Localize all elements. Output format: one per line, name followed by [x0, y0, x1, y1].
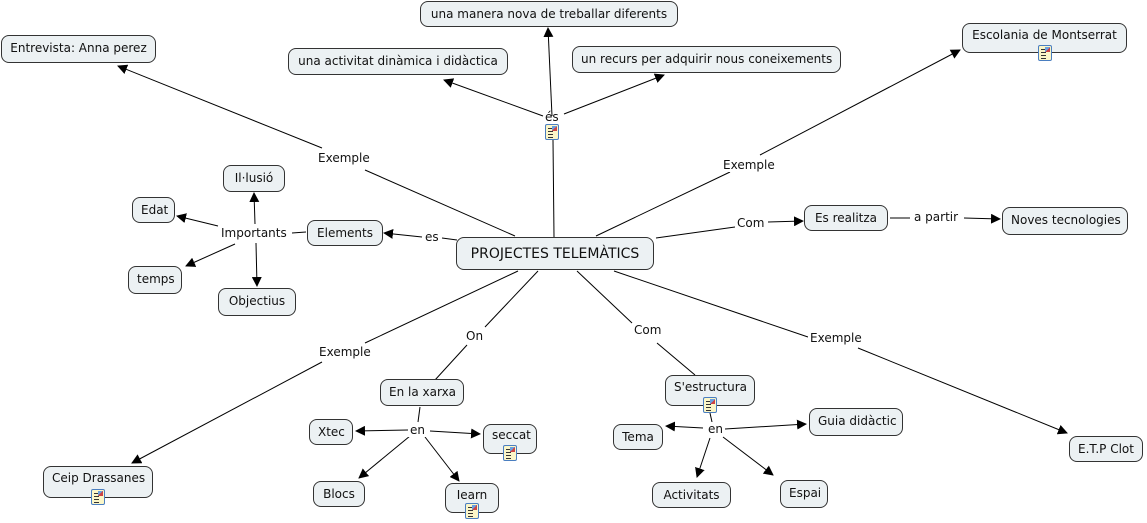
node-blocs[interactable]: Blocs — [313, 481, 365, 507]
link-label-exemple-entrevista: Exemple — [316, 151, 372, 165]
connector-line — [291, 231, 307, 234]
arrow-line — [251, 242, 262, 287]
arrow-line — [759, 49, 961, 156]
arrow-line — [355, 425, 409, 436]
link-label-importants: Importants — [219, 226, 289, 240]
connector-line — [709, 412, 713, 423]
arrow-line — [665, 421, 704, 432]
link-label-en-estructura: en — [706, 422, 725, 436]
node-xtec[interactable]: Xtec — [309, 419, 353, 445]
connector-line — [364, 169, 516, 237]
arrow-line — [117, 64, 323, 149]
link-label-com-estructura: Com — [632, 323, 664, 337]
link-label-es: és — [545, 110, 559, 124]
connector-line — [552, 139, 555, 238]
node-activitat-dinamica[interactable]: una activitat dinàmica i didàctica — [288, 48, 508, 75]
connector-line — [576, 270, 633, 324]
connector-line — [655, 226, 736, 239]
node-guia-didactic[interactable]: Guia didàctic — [809, 408, 903, 436]
document-resource-icon[interactable] — [1038, 45, 1052, 61]
node-seccat[interactable]: seccat — [483, 424, 537, 454]
arrow-line — [722, 436, 774, 476]
node-noves-tecnologies[interactable]: Noves tecnologies — [1002, 207, 1128, 235]
node-recurs[interactable]: un recurs per adquirir nous coneixements — [572, 46, 841, 73]
connector-line — [364, 270, 519, 344]
link-label-exemple-etp: Exemple — [808, 331, 864, 345]
link-label-a-partir: a partir — [912, 210, 961, 224]
node-ilusio[interactable]: Il·lusió — [223, 165, 285, 192]
arrow-line — [176, 213, 219, 227]
node-tema[interactable]: Tema — [613, 424, 663, 450]
document-resource-icon[interactable] — [503, 445, 517, 461]
link-label-com-realitza: Com — [735, 216, 767, 230]
connector-line — [656, 342, 696, 376]
node-objectius[interactable]: Objectius — [218, 288, 296, 316]
node-es-realitza[interactable]: Es realitza — [804, 205, 888, 231]
node-espai[interactable]: Espai — [780, 480, 828, 508]
node-edat[interactable]: Edat — [132, 197, 175, 223]
connector-line — [441, 237, 458, 241]
node-activitats[interactable]: Activitats — [652, 482, 731, 508]
arrow-line — [543, 27, 554, 117]
link-label-on: On — [464, 329, 486, 343]
link-label-es-elements: es — [423, 230, 441, 244]
connector-line — [417, 406, 421, 423]
arrow-line — [185, 243, 236, 267]
arrow-line — [443, 78, 544, 117]
node-projectes-telematics[interactable]: PROJECTES TELEMÀTICS — [456, 237, 654, 270]
node-manera-nova[interactable]: una manera nova de treballar diferents — [420, 1, 678, 27]
arrow-line — [857, 347, 1068, 435]
document-resource-icon[interactable] — [465, 503, 479, 519]
document-resource-icon[interactable] — [703, 397, 717, 413]
link-label-exemple-ceip: Exemple — [317, 345, 373, 359]
node-en-la-xarxa[interactable]: En la xarxa — [380, 379, 464, 406]
arrow-line — [429, 428, 481, 439]
link-label-exemple-escolania: Exemple — [721, 158, 777, 172]
connector-line — [613, 270, 809, 338]
node-temps[interactable]: temps — [128, 266, 182, 294]
node-elements[interactable]: Elements — [307, 220, 383, 246]
arrow-line — [424, 436, 460, 482]
arrow-line — [383, 228, 423, 239]
arrow-line — [249, 192, 260, 225]
connector-line — [595, 171, 731, 237]
connector-line — [434, 344, 468, 381]
node-etp-clot[interactable]: E.T.P Clot — [1069, 436, 1143, 462]
document-resource-icon[interactable] — [91, 489, 105, 505]
link-label-en-xarxa: en — [408, 423, 427, 437]
node-entrevista[interactable]: Entrevista: Anna perez — [1, 35, 156, 63]
arrow-line — [767, 216, 804, 227]
arrow-line — [963, 213, 1001, 224]
arrow-line — [131, 361, 323, 464]
arrow-line — [695, 437, 711, 478]
arrow-line — [358, 435, 411, 479]
arrow-line — [724, 419, 807, 430]
arrow-line — [563, 73, 665, 115]
document-resource-icon[interactable] — [545, 124, 559, 140]
connector-line — [484, 270, 539, 328]
